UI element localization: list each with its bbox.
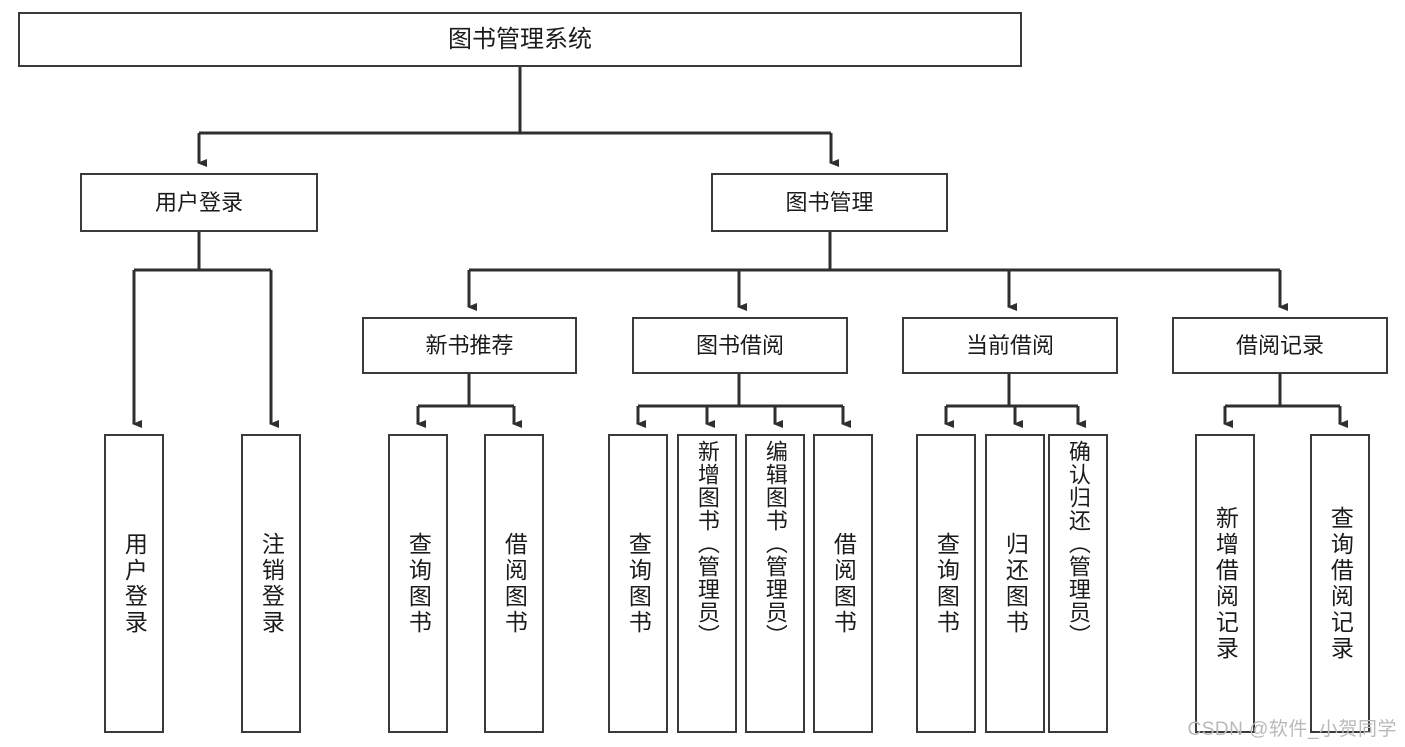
- node-label: 新增图书（管理员）: [694, 440, 720, 647]
- leaf-query-book-current[interactable]: 查询图书: [916, 434, 976, 733]
- node-label: 借阅记录: [1235, 332, 1324, 358]
- node-label: 新书推荐: [425, 332, 514, 358]
- node-label: 编辑图书（管理员）: [762, 440, 788, 647]
- node-label: 用户登录: [121, 531, 148, 636]
- leaf-return-book[interactable]: 归还图书: [985, 434, 1045, 733]
- node-label: 确认归还（管理员）: [1065, 440, 1091, 647]
- node-current-borrow[interactable]: 当前借阅: [902, 317, 1118, 374]
- watermark-text: CSDN @软件_小贺同学: [1187, 719, 1397, 740]
- leaf-user-login[interactable]: 用户登录: [104, 434, 164, 733]
- node-label: 当前借阅: [965, 332, 1054, 358]
- node-label: 图书管理系统: [448, 25, 592, 53]
- node-label: 归还图书: [1002, 531, 1029, 636]
- leaf-confirm-return-admin[interactable]: 确认归还（管理员）: [1048, 434, 1108, 733]
- node-label: 新增借阅记录: [1212, 505, 1239, 662]
- leaf-borrow-book-new[interactable]: 借阅图书: [484, 434, 544, 733]
- node-label: 查询图书: [625, 531, 652, 636]
- leaf-edit-book-admin[interactable]: 编辑图书（管理员）: [745, 434, 805, 733]
- node-label: 注销登录: [258, 531, 285, 636]
- leaf-add-borrow-record[interactable]: 新增借阅记录: [1195, 434, 1255, 733]
- leaf-query-book-new[interactable]: 查询图书: [388, 434, 448, 733]
- node-label: 查询借阅记录: [1327, 505, 1354, 662]
- node-root-system[interactable]: 图书管理系统: [18, 12, 1022, 67]
- node-label: 借阅图书: [501, 531, 528, 636]
- leaf-query-book-borrow[interactable]: 查询图书: [608, 434, 668, 733]
- node-user-login[interactable]: 用户登录: [80, 173, 318, 232]
- node-book-borrow[interactable]: 图书借阅: [632, 317, 848, 374]
- leaf-query-borrow-record[interactable]: 查询借阅记录: [1310, 434, 1370, 733]
- node-label: 图书管理: [785, 189, 874, 215]
- node-book-management[interactable]: 图书管理: [711, 173, 948, 232]
- node-label: 图书借阅: [695, 332, 784, 358]
- node-label: 用户登录: [154, 189, 243, 215]
- node-new-book-recommend[interactable]: 新书推荐: [362, 317, 577, 374]
- node-label: 借阅图书: [830, 531, 857, 636]
- leaf-borrow-book[interactable]: 借阅图书: [813, 434, 873, 733]
- node-label: 查询图书: [933, 531, 960, 636]
- node-label: 查询图书: [405, 531, 432, 636]
- leaf-add-book-admin[interactable]: 新增图书（管理员）: [677, 434, 737, 733]
- node-borrow-record[interactable]: 借阅记录: [1172, 317, 1388, 374]
- leaf-user-logout[interactable]: 注销登录: [241, 434, 301, 733]
